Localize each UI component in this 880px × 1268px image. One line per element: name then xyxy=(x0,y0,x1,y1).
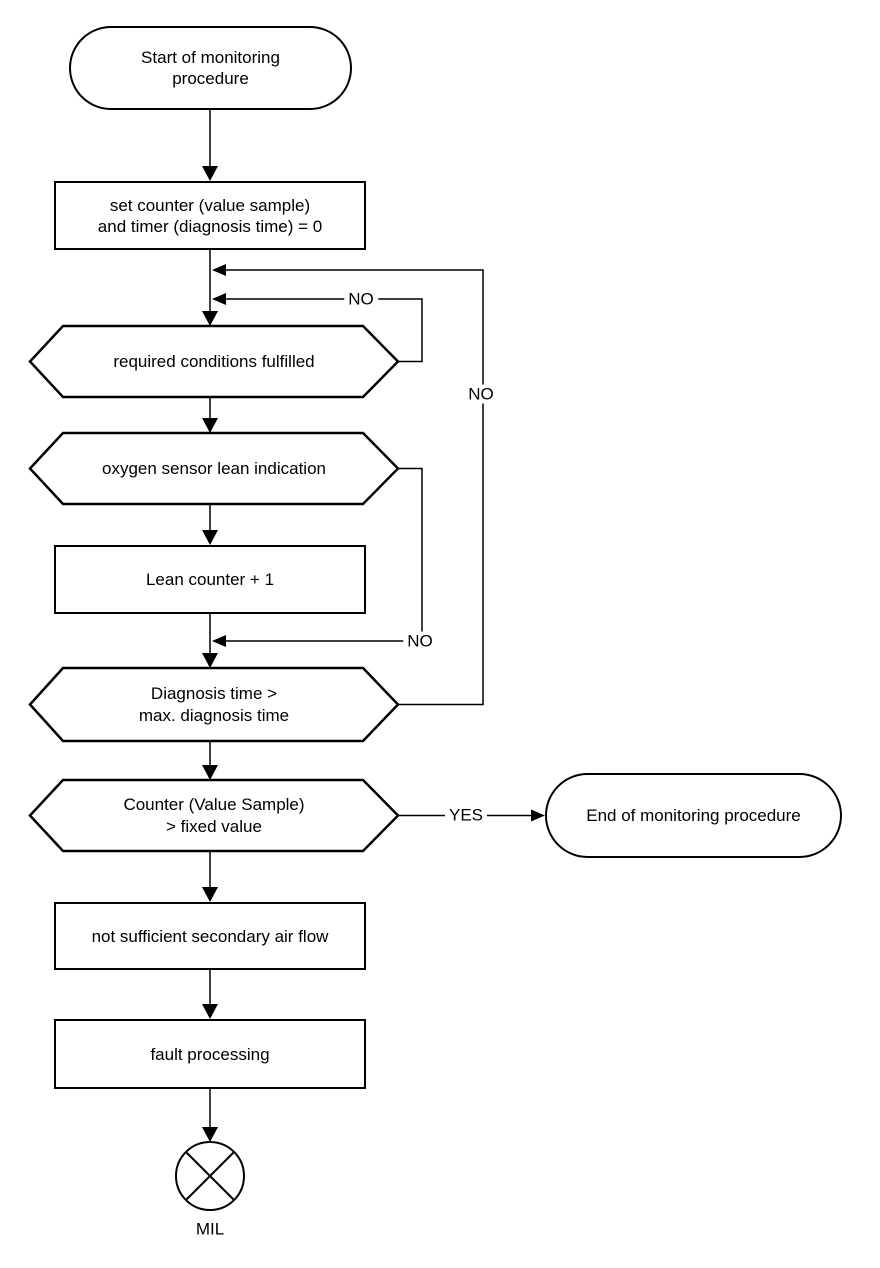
node-lean-counter-label: Lean counter + 1 xyxy=(145,570,275,589)
edge-no-diagnosis-time xyxy=(214,269,484,706)
mil-lamp-icon xyxy=(175,1141,245,1211)
arrowhead-into-airflow xyxy=(202,887,218,902)
arrowhead-into-required xyxy=(202,311,218,326)
edge-label-no-required-conditions: NO xyxy=(344,289,378,309)
decision-shape-counter-sample xyxy=(28,778,400,853)
node-required-conditions: required conditions fulfilled xyxy=(30,326,398,397)
node-end-label: End of monitoring procedure xyxy=(586,806,801,825)
node-end: End of monitoring procedure xyxy=(545,773,842,858)
arrowhead-into-counter xyxy=(202,765,218,780)
arrowhead-into-lean-counter xyxy=(202,530,218,545)
node-diagnosis-time-label: Diagnosis time > max. diagnosis time xyxy=(138,683,290,725)
node-diagnosis-time: Diagnosis time > max. diagnosis time xyxy=(30,668,398,741)
node-lean-counter: Lean counter + 1 xyxy=(54,545,366,614)
node-counter-sample: Counter (Value Sample) > fixed value xyxy=(30,780,398,851)
arrowhead-into-set-counter xyxy=(202,166,218,181)
decision-shapes xyxy=(28,324,400,853)
node-oxygen-sensor-label: oxygen sensor lean indication xyxy=(102,458,326,478)
edge-no-required-conditions xyxy=(214,298,423,363)
node-oxygen-sensor: oxygen sensor lean indication xyxy=(30,433,398,504)
node-air-flow-label: not sufficient secondary air flow xyxy=(91,926,329,946)
arrowhead-into-fault xyxy=(202,1004,218,1019)
edge-label-no-oxygen-sensor: NO xyxy=(403,631,437,651)
arrowhead-loop-oxygen xyxy=(212,635,226,647)
edge-no-oxygen-sensor xyxy=(214,467,423,642)
decision-shape-required-conditions xyxy=(28,324,400,399)
arrowhead-loop-diagnosis xyxy=(212,264,226,276)
arrowhead-into-diagnosis xyxy=(202,653,218,668)
arrowhead-loop-required xyxy=(212,293,226,305)
node-counter-sample-label: Counter (Value Sample) > fixed value xyxy=(123,794,305,836)
node-start-label: Start of monitoring procedure xyxy=(141,48,280,88)
decision-shape-oxygen-sensor xyxy=(28,431,400,506)
mil-lamp-cross-2 xyxy=(185,1151,235,1201)
node-start: Start of monitoring procedure xyxy=(69,26,352,110)
node-fault-processing: fault processing xyxy=(54,1019,366,1089)
node-required-conditions-label: required conditions fulfilled xyxy=(113,351,315,371)
arrowheads-left xyxy=(212,264,226,647)
node-set-counter: set counter (value sample) and timer (di… xyxy=(54,181,366,250)
decision-shape-diagnosis-time xyxy=(28,666,400,743)
arrowheads-down xyxy=(202,166,218,1142)
node-fault-processing-label: fault processing xyxy=(150,1044,270,1064)
node-set-counter-label: set counter (value sample) and timer (di… xyxy=(97,195,323,236)
node-air-flow: not sufficient secondary air flow xyxy=(54,902,366,970)
arrowhead-into-end xyxy=(531,809,545,822)
edge-label-no-diagnosis-time: NO xyxy=(464,384,498,404)
edge-label-yes-counter-sample: YES xyxy=(444,805,488,825)
arrowhead-into-mil xyxy=(202,1127,218,1142)
node-mil-label: MIL xyxy=(195,1219,225,1239)
arrowhead-into-oxygen xyxy=(202,418,218,433)
